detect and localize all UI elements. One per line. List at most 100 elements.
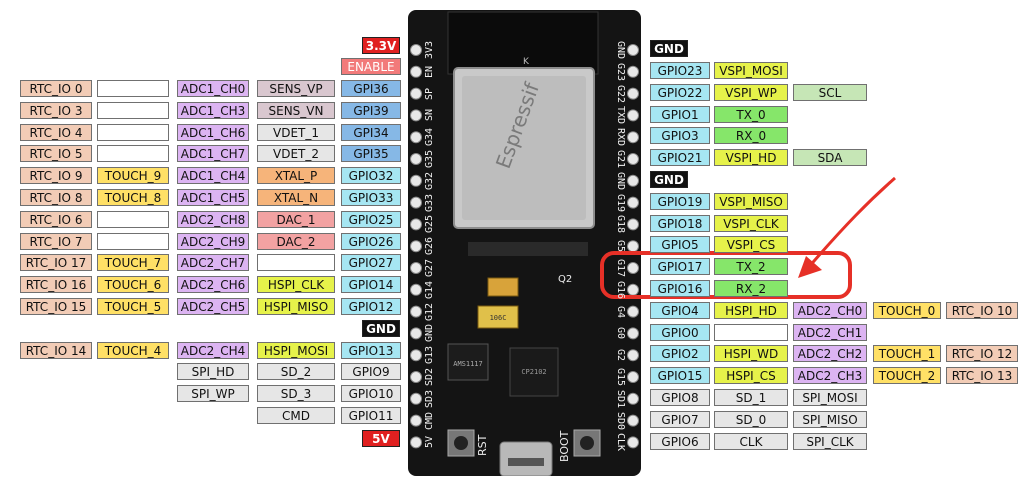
board-pin-label-left: SD2 (424, 367, 435, 387)
board-pin-label-left: EN (424, 65, 435, 78)
label-enable: ENABLE (341, 58, 401, 75)
right-label-2-1: TX_0 (714, 105, 788, 123)
left-label-9-3: HSPI_CLK (257, 276, 335, 294)
right-label-10-1: RX_2 (714, 280, 788, 297)
right-label-11-2: ADC2_CH0 (793, 301, 867, 319)
left-label-8-3 (257, 254, 335, 272)
left-label-6-4: GPIO25 (341, 210, 401, 228)
right-label-17-2: SPI_CLK (793, 432, 867, 450)
left-label-10-3: HSPI_MISO (257, 298, 335, 315)
right-header-pin (627, 262, 639, 274)
left-label-7-0: RTC_IO 7 (20, 232, 92, 250)
right-label-16-0: GPIO7 (650, 410, 710, 428)
left-label-2-2: ADC1_CH6 (177, 123, 249, 141)
right-label-12-2: ADC2_CH1 (793, 323, 867, 341)
left-label-12-1: TOUCH_4 (97, 341, 169, 359)
right-header-pin (627, 218, 639, 231)
tantalum-cap (487, 277, 519, 297)
right-header-pin (627, 153, 639, 165)
board-pin-label-left: G27 (424, 258, 435, 278)
label-gnd-right-top: GND (650, 40, 688, 57)
left-label-12-4: GPIO13 (341, 341, 401, 359)
capacitor (477, 305, 519, 329)
right-header-pin (627, 44, 639, 56)
resistor-array (468, 242, 588, 256)
left-label-10-0: RTC_IO 15 (20, 298, 92, 315)
left-label-5-0: RTC_IO 8 (20, 189, 92, 206)
board-pin-label-left: 3V3 (424, 40, 435, 60)
right-label-7-1: VSPI_CLK (714, 214, 788, 232)
left-label-3-4: GPI35 (341, 145, 401, 163)
board-pin-label-right: G5 (615, 240, 626, 253)
left-header-pin (410, 262, 422, 274)
board-pin-label-right: G15 (615, 367, 626, 387)
right-header-pin (627, 305, 639, 318)
rst-button-cap (454, 436, 468, 450)
right-label-10-0: GPIO16 (650, 280, 710, 297)
left-label-3-3: VDET_2 (257, 145, 335, 163)
left-label-9-4: GPIO14 (341, 276, 401, 294)
left-header-pin (410, 283, 422, 296)
right-label-13-3: TOUCH_1 (873, 345, 941, 363)
left-label-1-2: ADC1_CH3 (177, 101, 249, 119)
left-label-7-4: GPIO26 (341, 232, 401, 250)
left-header-pin (410, 153, 422, 165)
left-label-9-1: TOUCH_6 (97, 276, 169, 294)
right-label-1-0: GPIO22 (650, 83, 710, 101)
board-pin-label-right: G2 (615, 349, 626, 362)
right-label-17-0: GPIO6 (650, 432, 710, 450)
module-mark-text: K (523, 57, 530, 67)
right-label-1-1: VSPI_WP (714, 83, 788, 101)
right-header-pin (627, 174, 639, 187)
left-label-5-4: GPIO33 (341, 189, 401, 206)
left-label-4-1: TOUCH_9 (97, 167, 169, 185)
right-header-pin (627, 436, 639, 449)
left-header-pin (410, 392, 422, 405)
board-pin-label-left: GND (424, 324, 435, 343)
right-label-3-0: GPIO3 (650, 127, 710, 145)
left-label-13-2: SPI_HD (177, 363, 249, 381)
left-label-4-3: XTAL_P (257, 167, 335, 185)
right-label-16-2: SPI_MISO (793, 410, 867, 428)
left-label-2-3: VDET_1 (257, 123, 335, 141)
left-label-13-4: GPIO9 (341, 363, 401, 381)
right-label-11-0: GPIO4 (650, 301, 710, 319)
left-label-8-2: ADC2_CH7 (177, 254, 249, 272)
left-header-pin (410, 240, 422, 253)
right-label-14-2: ADC2_CH3 (793, 367, 867, 385)
boot-button-cap (580, 436, 594, 450)
right-label-7-0: GPIO18 (650, 214, 710, 232)
left-label-15-4: GPIO11 (341, 407, 401, 424)
board-pin-label-right: G4 (615, 305, 626, 318)
left-header-pin (410, 414, 422, 427)
right-label-13-0: GPIO2 (650, 345, 710, 363)
board-pin-label-left: G25 (424, 215, 435, 234)
boot-label: BOOT (558, 430, 571, 462)
right-label-17-1: CLK (714, 432, 788, 450)
board-pin-label-right: G22 (615, 84, 626, 103)
left-label-5-3: XTAL_N (257, 189, 335, 206)
board-pin-label-right: G23 (615, 62, 626, 81)
left-label-7-2: ADC2_CH9 (177, 232, 249, 250)
left-label-10-2: ADC2_CH5 (177, 298, 249, 315)
right-label-6-1: VSPI_MISO (714, 192, 788, 210)
left-header-pin (410, 196, 422, 209)
left-label-1-3: SENS_VN (257, 101, 335, 119)
right-label-9-1: TX_2 (714, 258, 788, 276)
board-pin-label-right: G19 (615, 193, 626, 212)
right-label-12-1 (714, 323, 788, 341)
left-header-pin (410, 305, 422, 318)
right-label-9-0: GPIO17 (650, 258, 710, 276)
left-label-15-3: CMD (257, 407, 335, 424)
left-label-6-0: RTC_IO 6 (20, 210, 92, 228)
board-pin-label-right: G16 (615, 280, 626, 299)
left-label-12-0: RTC_IO 14 (20, 341, 92, 359)
left-label-6-3: DAC_1 (257, 210, 335, 228)
left-header-pin (410, 44, 422, 56)
right-label-15-1: SD_1 (714, 389, 788, 406)
board-pin-label-left: G12 (424, 302, 435, 321)
right-label-16-1: SD_0 (714, 410, 788, 428)
board-pin-label-left: G13 (424, 346, 435, 365)
right-header-pin (627, 109, 639, 122)
